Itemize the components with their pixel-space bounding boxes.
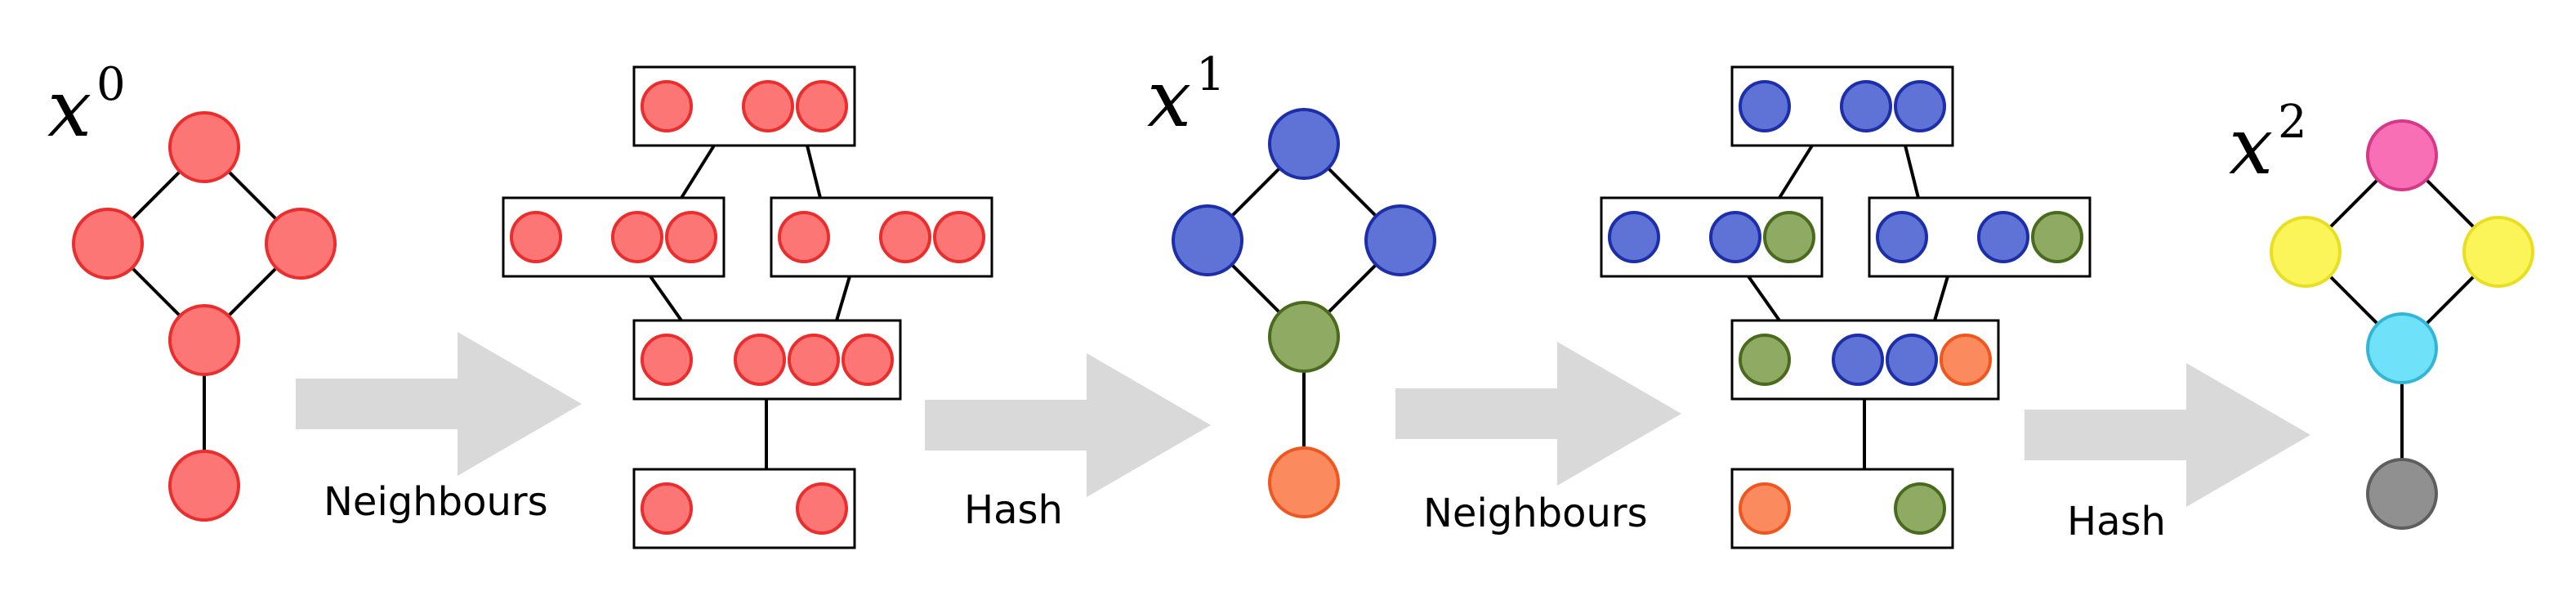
- neighbour-box: [632, 319, 902, 401]
- self-node-red: [510, 211, 562, 263]
- neighbour-node-blue: [1832, 334, 1884, 386]
- self-node-red: [778, 211, 830, 263]
- connector-edge: [1933, 276, 1949, 321]
- self-node-red: [641, 80, 693, 132]
- step-arrow-3: Neighbours: [1395, 342, 1681, 536]
- neighbour-node-red: [796, 80, 848, 132]
- arrow-head: [1087, 353, 1211, 497]
- neighbour-node-red: [879, 211, 931, 263]
- arrow-shaft: [2025, 410, 2186, 460]
- neighbour-diagram-2: [1600, 65, 2092, 549]
- connector-edge: [1904, 145, 1920, 199]
- step-label: Hash: [964, 487, 1063, 533]
- step-arrow-4: Hash: [2025, 363, 2310, 544]
- neighbour-node-green: [1894, 482, 1946, 535]
- neighbour-box: [502, 196, 725, 278]
- graph-label-superscript: 0: [96, 58, 126, 111]
- graph-node-red: [168, 450, 240, 522]
- graph-node-yellow: [2462, 216, 2534, 288]
- neighbour-box: [1730, 65, 1954, 147]
- neighbour-node-red: [734, 334, 786, 386]
- neighbour-box: [632, 468, 856, 549]
- neighbour-node-blue: [1886, 334, 1938, 386]
- arrow-shaft: [925, 400, 1087, 450]
- neighbour-node-red: [796, 482, 848, 535]
- self-node-orange: [1739, 482, 1791, 535]
- arrow-shaft: [1395, 388, 1557, 439]
- graph-node-green: [1268, 301, 1340, 373]
- neighbour-node-red: [842, 334, 894, 386]
- neighbour-node-red: [788, 334, 840, 386]
- step-label: Neighbours: [1423, 491, 1648, 536]
- graph-label: x: [2229, 101, 2273, 192]
- connector-edge: [835, 276, 851, 321]
- graph-label: x: [1147, 53, 1191, 145]
- neighbour-node-blue: [1709, 211, 1761, 263]
- graph-node-red: [265, 208, 337, 280]
- neighbour-box: [1868, 196, 2092, 278]
- graph-node-blue: [1364, 204, 1436, 276]
- neighbour-node-red: [665, 211, 717, 263]
- graph-node-blue: [1172, 204, 1243, 276]
- neighbour-box: [1730, 319, 2000, 401]
- neighbour-node-blue: [1894, 80, 1946, 132]
- neighbour-node-blue: [1840, 80, 1892, 132]
- neighbour-node-red: [742, 80, 794, 132]
- graph-label-superscript: 1: [1196, 48, 1225, 101]
- graph-node-cyan: [2366, 312, 2438, 384]
- neighbour-box: [770, 196, 993, 278]
- arrow-head: [458, 332, 582, 476]
- self-node-blue: [1739, 80, 1791, 132]
- connector-edge: [649, 275, 683, 322]
- step-label: Hash: [2067, 499, 2166, 544]
- neighbour-diagram-1: [502, 65, 993, 549]
- self-node-green: [1739, 334, 1791, 386]
- neighbour-node-green: [2031, 211, 2083, 263]
- connector-edge: [1778, 144, 1814, 199]
- graph-node-red: [72, 208, 144, 280]
- graph-node-orange: [1268, 446, 1340, 518]
- graph-node-pink: [2366, 119, 2438, 191]
- neighbour-node-red: [611, 211, 663, 263]
- graph-label: x: [47, 63, 92, 155]
- neighbour-box: [1730, 468, 1954, 549]
- graph-label-superscript: 2: [2278, 96, 2307, 149]
- graph-node-blue: [1268, 108, 1340, 180]
- graph-node-red: [168, 111, 240, 183]
- neighbour-node-red: [933, 211, 985, 263]
- neighbour-box: [632, 65, 856, 147]
- self-node-blue: [1608, 211, 1660, 263]
- neighbour-box: [1600, 196, 1824, 278]
- step-label: Neighbours: [324, 479, 548, 525]
- graph-node-gray: [2366, 458, 2438, 530]
- graph-node-yellow: [2270, 216, 2342, 288]
- self-node-blue: [1876, 211, 1928, 263]
- neighbour-node-orange: [1940, 334, 1992, 386]
- arrow-head: [2186, 363, 2310, 507]
- arrow-shaft: [296, 379, 458, 429]
- connector-edge: [806, 145, 822, 199]
- graph-node-red: [168, 304, 240, 376]
- neighbour-node-blue: [1977, 211, 2029, 263]
- connector-edge: [680, 144, 716, 199]
- arrow-head: [1557, 342, 1681, 486]
- step-arrow-2: Hash: [925, 353, 1211, 533]
- neighbour-node-green: [1763, 211, 1815, 263]
- self-node-red: [641, 334, 693, 386]
- connector-edge: [1747, 275, 1781, 322]
- step-arrow-1: Neighbours: [296, 332, 582, 525]
- self-node-red: [641, 482, 693, 535]
